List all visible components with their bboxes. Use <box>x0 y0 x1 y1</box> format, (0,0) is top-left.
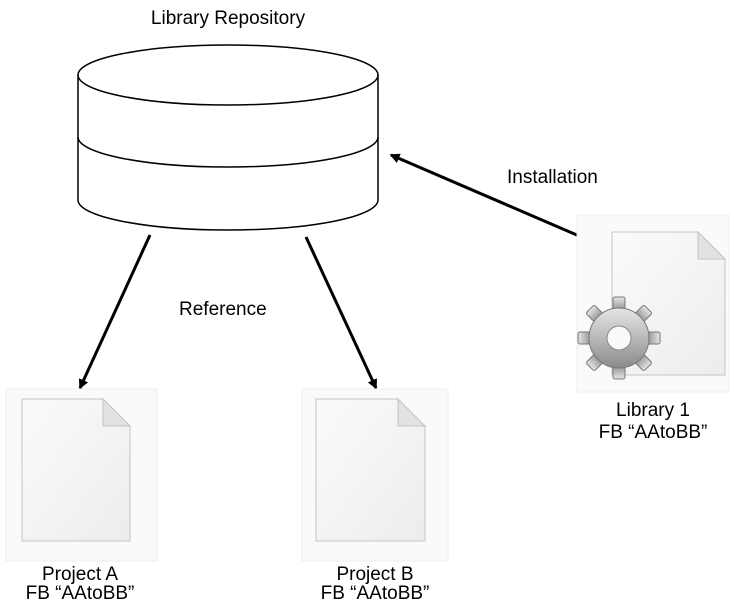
library-document-icon <box>576 214 730 393</box>
project-a-name: Project A <box>41 564 119 585</box>
repository-cylinder <box>77 44 379 231</box>
gear-icon <box>577 296 661 380</box>
project-b-fb-label: FB “AAtoBB” <box>320 583 430 604</box>
project-a-fb-label: FB “AAtoBB” <box>25 583 135 604</box>
reference-label: Reference <box>179 299 267 320</box>
project-b-document-icon <box>301 388 449 562</box>
installation-label: Installation <box>507 167 598 188</box>
installation-arrow <box>389 153 601 247</box>
repository-title: Library Repository <box>150 8 306 29</box>
project-a-document-icon <box>5 388 158 562</box>
project-b-name: Project B <box>336 564 414 585</box>
library-name: Library 1 <box>616 400 690 421</box>
library-fb-label: FB “AAtoBB” <box>598 422 708 443</box>
reference-arrow-a <box>78 234 152 390</box>
reference-arrow-b <box>304 236 378 390</box>
